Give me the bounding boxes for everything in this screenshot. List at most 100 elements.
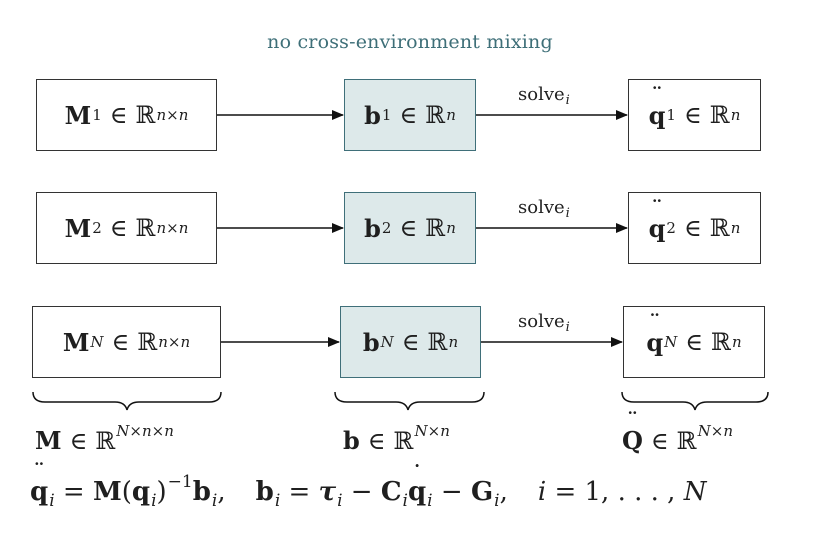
solve-text-1: solve — [518, 84, 565, 105]
q1-set: ℝ — [709, 101, 730, 129]
eq-tau: τ — [318, 477, 337, 507]
q2-sup: n — [730, 219, 741, 237]
b1-sub: 1 — [381, 106, 392, 124]
q2-box: q2 ∈ℝn — [628, 192, 761, 264]
m2-in: ∈ — [109, 214, 128, 242]
eq-rparen: ) — [156, 477, 167, 507]
eq-G-sub: i — [494, 491, 500, 511]
bn-in: ∈ — [401, 328, 420, 356]
eq-inverse: −1 — [167, 472, 193, 492]
eq-qdd-sub: i — [49, 491, 55, 511]
eq-range: = 1, . . . , — [546, 477, 684, 507]
batch-b-label: b∈ℝN×n — [343, 422, 450, 455]
brace-q — [621, 391, 769, 411]
eq-qd-sub: i — [427, 491, 433, 511]
brace-m — [32, 391, 222, 411]
b2-in: ∈ — [399, 214, 418, 242]
batch-b-symbol: b — [343, 426, 360, 455]
dynamics-equation: qi = M(qi)−1bi,bi = τi − Ciq˙i − Gi,i = … — [30, 459, 800, 511]
eq-minus-2: − — [432, 477, 471, 507]
eq-q-sub: i — [151, 491, 157, 511]
qn-in: ∈ — [685, 328, 704, 356]
diagram-caption: no cross-environment mixing — [267, 31, 553, 53]
mn-in: ∈ — [111, 328, 130, 356]
b2-sub: 2 — [381, 219, 392, 237]
eq-index: i — [537, 477, 547, 507]
mn-sub: N — [90, 333, 104, 351]
qn-box: qN∈ℝn — [623, 306, 765, 378]
solve-label-n: solvei — [518, 311, 570, 335]
batch-m-symbol: M — [35, 426, 62, 455]
q2-in: ∈ — [683, 214, 702, 242]
eq-minus-1: − — [342, 477, 381, 507]
batch-m-in: ∈ — [69, 427, 88, 455]
qn-sub: N — [664, 333, 678, 351]
eq-b2: b — [255, 477, 274, 507]
batch-m-label: M∈ℝN×n×n — [35, 422, 174, 455]
eq-equals-1: = — [54, 477, 93, 507]
eq-q: q — [131, 477, 151, 507]
qn-symbol: q — [646, 310, 663, 357]
solve-sub-1: i — [565, 93, 570, 108]
b1-set: ℝ — [425, 101, 446, 129]
mn-set: ℝ — [137, 328, 158, 356]
eq-C-sub: i — [402, 491, 408, 511]
b1-in: ∈ — [399, 101, 418, 129]
batch-m-sup: N×n×n — [116, 422, 174, 440]
solve-text-2: solve — [518, 197, 565, 218]
eq-C: C — [380, 477, 402, 507]
m2-sub: 2 — [92, 219, 102, 237]
brace-b — [334, 391, 485, 411]
batch-m-set: ℝ — [95, 427, 116, 455]
q1-sup: n — [730, 106, 741, 124]
eq-equals-2: = — [280, 477, 319, 507]
batch-q-set: ℝ — [676, 427, 697, 455]
solve-label-1: solvei — [518, 84, 570, 108]
eq-qd-dot: ˙ — [410, 461, 424, 491]
b2-set: ℝ — [425, 214, 446, 242]
batch-q-in: ∈ — [650, 427, 669, 455]
solve-sub-n: i — [565, 320, 570, 335]
b1-sup: n — [446, 106, 456, 124]
bn-set: ℝ — [427, 328, 448, 356]
mn-symbol: M — [62, 327, 90, 357]
solve-text-n: solve — [518, 311, 565, 332]
solve-sub-2: i — [565, 206, 570, 221]
m1-set: ℝ — [135, 101, 156, 129]
bn-symbol: b — [362, 327, 380, 357]
bn-sub: N — [380, 333, 394, 351]
q1-in: ∈ — [683, 101, 702, 129]
m1-sub: 1 — [92, 106, 102, 124]
q2-symbol: q — [649, 196, 666, 243]
mn-sup: n×n — [158, 333, 191, 351]
eq-b-sub: i — [211, 491, 218, 511]
batch-q-sup: N×n — [697, 422, 733, 440]
batch-q-label: Q∈ℝN×n — [622, 408, 733, 455]
b2-symbol: b — [364, 213, 381, 243]
eq-G: G — [470, 477, 494, 507]
b1-symbol: b — [364, 100, 381, 130]
eq-M: M — [92, 477, 122, 507]
eq-N: N — [683, 477, 707, 507]
batch-q-symbol: Q — [622, 408, 643, 455]
eq-b2-sub: i — [274, 491, 281, 511]
q2-sub: 2 — [666, 219, 676, 237]
bn-sup: n — [448, 333, 459, 351]
eq-lparen: ( — [121, 477, 132, 507]
eq-comma-1: , — [217, 477, 226, 507]
qn-sup: n — [731, 333, 742, 351]
b2-sup: n — [446, 219, 456, 237]
m1-in: ∈ — [109, 101, 128, 129]
q2-set: ℝ — [709, 214, 730, 242]
eq-tau-sub: i — [337, 491, 343, 511]
eq-qdd: q — [30, 459, 48, 507]
q1-sub: 1 — [666, 106, 676, 124]
m2-symbol: M — [64, 213, 92, 243]
batch-b-in: ∈ — [367, 427, 386, 455]
